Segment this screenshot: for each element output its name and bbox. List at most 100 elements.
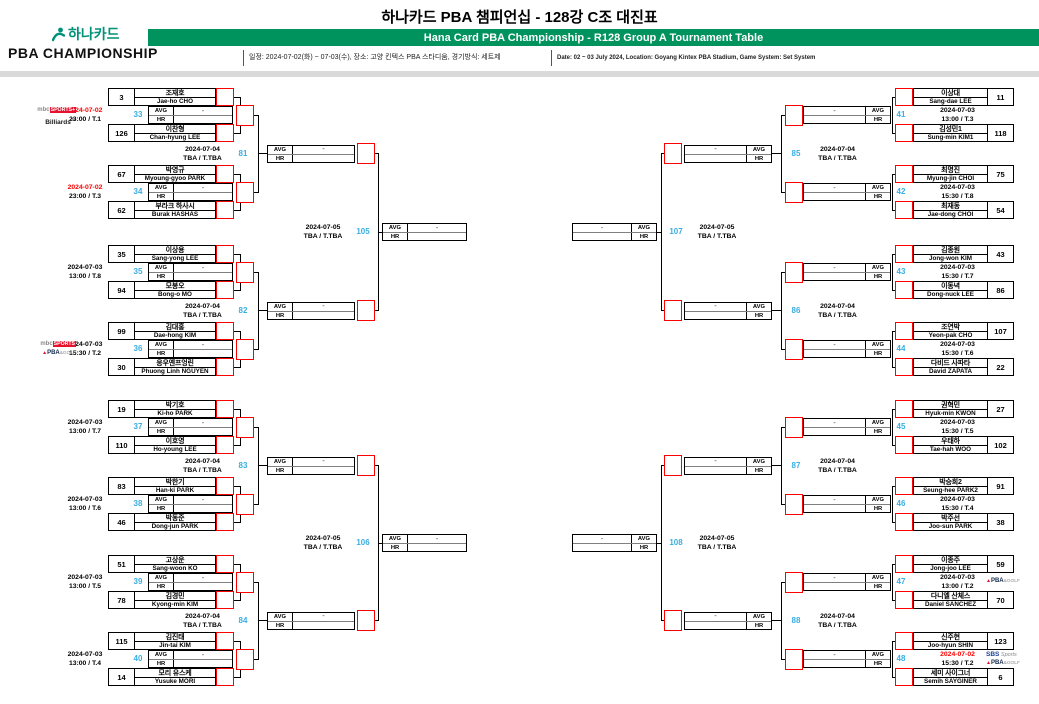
hr-label: HR xyxy=(746,466,771,475)
player-seed: 123 xyxy=(987,633,1013,649)
bracket-line xyxy=(259,153,267,154)
avg-label: AVG xyxy=(383,224,408,232)
hr-label: HR xyxy=(865,193,890,201)
player-name-ko: 권혁민 xyxy=(914,401,987,410)
bracket-line xyxy=(657,231,662,233)
bracket-line xyxy=(234,444,241,446)
match-88-number: 88 xyxy=(791,615,801,625)
bracket-line xyxy=(234,96,241,98)
bracket-line xyxy=(234,640,241,642)
hr-value xyxy=(293,155,354,163)
avg-label: AVG xyxy=(149,107,174,115)
bracket-line xyxy=(661,620,664,621)
match-35-player-1-result-cell xyxy=(216,245,234,263)
bracket-line xyxy=(375,620,379,621)
match-43-number: 43 xyxy=(896,267,906,276)
avg-value: - xyxy=(201,184,205,192)
hr-label: HR xyxy=(149,583,174,591)
logo-text: mbc xyxy=(37,107,50,113)
banner-title-en: Hana Card PBA Championship - R128 Group … xyxy=(148,29,1039,46)
match-107-date: 2024-07-05 xyxy=(699,224,735,231)
bracket-line xyxy=(892,96,895,98)
player-seed: 67 xyxy=(109,166,135,182)
player-name-ko: 김경민 xyxy=(135,592,215,601)
avg-value: - xyxy=(714,613,717,620)
match-37-date: 2024-07-03 xyxy=(67,419,103,426)
avg-label: AVG xyxy=(865,341,890,349)
match-87-time: TBA / T.TBA xyxy=(818,466,857,474)
avg-label: AVG xyxy=(149,651,174,659)
player-seed: 86 xyxy=(987,282,1013,298)
player-seed: 75 xyxy=(987,166,1013,182)
match-85-winner-cell xyxy=(664,143,682,164)
billiards-tv-logo: BilliardsTV xyxy=(8,115,76,126)
logo-text: ▲ xyxy=(42,350,48,356)
bracket-line xyxy=(258,581,259,660)
match-85-time: TBA / T.TBA xyxy=(818,154,857,162)
bracket-line xyxy=(258,426,259,505)
hr-value xyxy=(174,660,232,668)
hr-value xyxy=(685,155,746,163)
bracket-line xyxy=(254,348,259,350)
hr-label: HR xyxy=(383,233,408,241)
hr-label: HR xyxy=(268,621,293,630)
player-name-ko: 박동준 xyxy=(135,514,215,523)
player-name-ko: 다니엘 산체스 xyxy=(914,592,987,601)
hr-value xyxy=(804,273,865,281)
match-34-player-1-result-cell xyxy=(216,165,234,183)
player-name-en: Bong-o MO xyxy=(158,291,192,298)
player-name-en: Kyong-min KIM xyxy=(151,601,199,608)
match-106-stat-box: AVG-HR xyxy=(382,534,467,552)
hr-value xyxy=(573,544,631,552)
avg-value: - xyxy=(201,419,205,427)
match-42-date: 2024-07-03 xyxy=(940,184,975,191)
hr-value xyxy=(174,350,232,358)
match-42-time: 15:30 / T.8 xyxy=(941,193,974,200)
match-40-date: 2024-07-03 xyxy=(67,651,103,658)
match-37-player-2-result-cell xyxy=(216,436,234,454)
hr-label: HR xyxy=(149,350,174,358)
bracket-line xyxy=(254,271,259,273)
hr-value xyxy=(174,116,232,124)
hr-value xyxy=(573,233,631,241)
match-34-player-2-result-cell xyxy=(216,201,234,219)
logo-text: SPORTS+ xyxy=(49,107,76,113)
match-36-player-2-result-cell xyxy=(216,358,234,376)
player-name-en: Tae-hah WOO xyxy=(929,446,972,453)
match-88-date: 2024-07-04 xyxy=(820,612,855,620)
avg-value: - xyxy=(201,574,205,582)
bracket-line xyxy=(892,289,895,291)
match-36-player-1-result-cell xyxy=(216,322,234,340)
avg-value: - xyxy=(322,613,325,620)
match-33-date: 2024-07-02 xyxy=(67,107,103,114)
player-seed: 11 xyxy=(987,89,1013,105)
match-36-time: 15:30 / T.2 xyxy=(68,350,102,357)
player-name-ko: 김성민1 xyxy=(914,125,987,134)
bracket-line xyxy=(254,426,259,428)
player-name-en: Jin-tai KIM xyxy=(159,642,191,649)
avg-value: - xyxy=(600,224,604,232)
match-45-player-1-result-cell xyxy=(895,400,913,418)
logo-text: ▲ xyxy=(986,660,991,666)
bracket-line xyxy=(772,153,782,154)
match-40-winner-cell xyxy=(236,648,254,670)
avg-label: AVG xyxy=(865,574,890,582)
match-37-number: 37 xyxy=(133,422,143,431)
bracket-line xyxy=(657,542,662,544)
